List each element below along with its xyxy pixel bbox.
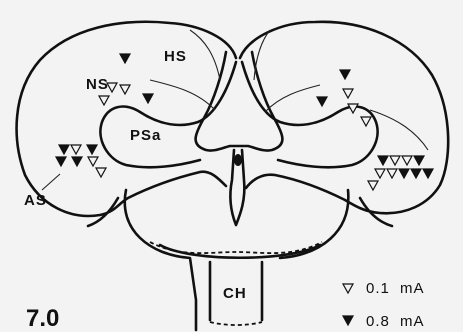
legend-open-triangle-icon	[343, 284, 353, 293]
legend-open-unit: mA	[400, 280, 425, 297]
marker-open	[402, 156, 412, 165]
label-hs: HS	[164, 48, 187, 65]
label-as: AS	[24, 192, 47, 209]
marker-filled	[317, 97, 327, 106]
right-ventricle-outline	[242, 62, 378, 167]
marker-open	[390, 156, 400, 165]
marker-open	[88, 157, 98, 166]
midline-node	[234, 154, 242, 166]
left-ventricle-outline	[100, 62, 236, 167]
marker-filled	[59, 145, 69, 154]
legend-open-value: 0.1	[366, 280, 390, 297]
midline-structure	[196, 52, 283, 151]
marker-filled	[143, 94, 153, 103]
marker-filled	[399, 169, 409, 178]
marker-open	[348, 104, 358, 113]
marker-filled	[72, 157, 82, 166]
as-pointer-line	[42, 174, 60, 190]
left-inner-contour-1	[150, 80, 215, 110]
label-ch: CH	[223, 285, 247, 302]
marker-open	[368, 181, 378, 190]
legend-filled-triangle-icon	[343, 316, 353, 325]
marker-open	[71, 145, 81, 154]
legend: 0.1 mA 0.8 mA	[343, 280, 425, 330]
marker-filled	[423, 169, 433, 178]
marker-open	[387, 169, 397, 178]
marker-filled	[340, 70, 350, 79]
legend-filled-unit: mA	[400, 313, 425, 330]
marker-filled	[411, 169, 421, 178]
dashed-boundary-bottom	[210, 322, 262, 325]
marker-filled	[414, 156, 424, 165]
marker-filled	[56, 157, 66, 166]
plate-number: 7.0	[26, 305, 59, 332]
marker-filled	[120, 54, 130, 63]
label-psa: PSa	[130, 127, 161, 144]
left-stalk	[88, 198, 118, 226]
marker-open	[343, 89, 353, 98]
label-ns: NS	[86, 76, 109, 93]
marker-open	[96, 168, 106, 177]
marker-open	[99, 96, 109, 105]
marker-open	[120, 85, 130, 94]
marker-open	[375, 169, 385, 178]
lower-body-outline	[125, 190, 349, 330]
left-inner-contour-2	[190, 30, 220, 80]
marker-filled	[87, 145, 97, 154]
legend-filled-value: 0.8	[366, 313, 390, 330]
marker-filled	[378, 156, 388, 165]
marker-open	[361, 117, 371, 126]
right-inner-contour-1	[265, 85, 320, 112]
